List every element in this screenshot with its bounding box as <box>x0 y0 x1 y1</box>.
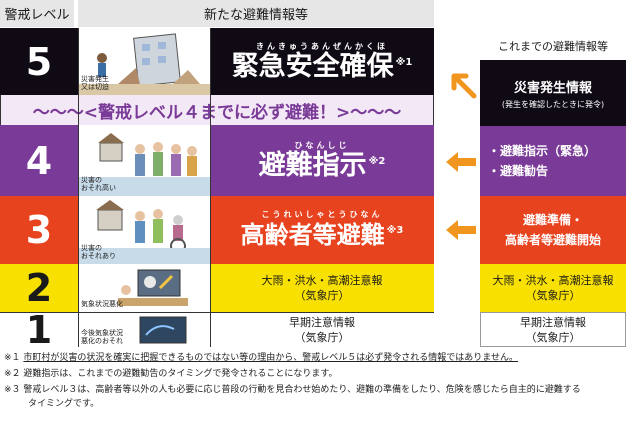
weather-news-illustration <box>118 269 188 306</box>
elderly-evacuation-illustration <box>78 200 210 264</box>
level-3-illustration: 災害の おそれあり <box>78 196 210 264</box>
level-column-label: 警戒レベル <box>4 8 70 23</box>
old-info-level-2: 大雨・洪水・高潮注意報 （気象庁） <box>480 264 626 312</box>
level-4-ruby: ひなんしじ <box>294 140 350 150</box>
level-5-note: ※1 <box>395 56 413 68</box>
level-5-ruby: きんきゅうあんぜんかくほ <box>256 41 388 51</box>
level-3-title: 高齢者等避難 <box>240 221 385 249</box>
level-5-illustration: 災害発生 又は切迫 <box>78 28 210 95</box>
level-4-digit: 4 <box>25 138 53 183</box>
old-info-1-line2: （気象庁） <box>525 330 581 344</box>
old-info-5-sub: (発生を確認したときに発令) <box>501 99 605 109</box>
level-2-number: 2 <box>0 264 78 312</box>
level-1-main-line2: （気象庁） <box>294 331 350 344</box>
building-collapse-illustration <box>78 33 210 95</box>
footnote-2-mark: ※２ <box>4 369 21 379</box>
table-divider-left <box>78 28 79 347</box>
footnote-3-continued: タイミングです。 <box>28 398 99 410</box>
level-4-note: ※2 <box>368 155 386 167</box>
arrow-left-icon <box>451 73 477 99</box>
level-3-digit: 3 <box>25 208 53 252</box>
old-info-2-line2: （気象庁） <box>525 289 581 302</box>
level-3-note: ※3 <box>386 225 404 236</box>
level-4-illustration: 災害の おそれ高い <box>78 125 210 196</box>
old-info-2-line1: 大雨・洪水・高潮注意報 <box>492 274 614 287</box>
footnote-1-mark: ※１ <box>4 353 21 363</box>
footnote-3-text: 警戒レベル３は、高齢者等以外の人も必要に応じ普段の行動を見合わせ始めたり、避難の… <box>23 385 581 395</box>
footnote-3-mark: ※３ <box>4 385 21 395</box>
level-2-main-line2: （気象庁） <box>294 289 350 302</box>
level-3-main-info: こうれいしゃとうひなん 高齢者等避難※3 <box>210 196 434 264</box>
level-4-caption: 災害の おそれ高い <box>81 176 116 192</box>
level-5-digit: 5 <box>25 39 53 84</box>
footnote-2-text: 避難指示は、これまでの避難勧告のタイミングで発令されることになります。 <box>23 369 338 379</box>
level-5-main-info: きんきゅうあんぜんかくほ 緊急安全確保※1 <box>210 28 434 95</box>
tv-weather-illustration <box>139 316 187 344</box>
footnote-3-text2: タイミングです。 <box>28 399 100 409</box>
old-info-level-5: 災害発生情報 (発生を確認したときに発令) <box>480 60 626 126</box>
level-2-digit: 2 <box>25 266 53 310</box>
table-divider-right <box>210 28 211 347</box>
level-1-caption: 今後気象状況 悪化のおそれ <box>81 329 123 345</box>
old-info-4-line2: ・避難勧告 <box>488 164 549 178</box>
old-info-level-1: 早期注意情報 （気象庁） <box>480 312 626 347</box>
old-info-level-4: ・避難指示（緊急） ・避難勧告 <box>480 126 626 196</box>
level-2-caption: 気象状況悪化 <box>81 300 123 308</box>
old-info-5-title: 災害発生情報 <box>513 80 592 96</box>
level-1-main-info: 早期注意情報 （気象庁） <box>210 312 434 347</box>
level-5-title: 緊急安全確保 <box>231 50 394 82</box>
level-column-header: 警戒レベル <box>0 0 74 27</box>
rain-evacuation-illustration <box>78 133 210 196</box>
old-info-column-header: これまでの避難情報等 <box>480 38 626 58</box>
level-3-caption: 災害の おそれあり <box>81 244 116 260</box>
old-info-column-label: これまでの避難情報等 <box>498 40 608 53</box>
level-2-main-info: 大雨・洪水・高潮注意報 （気象庁） <box>210 264 434 312</box>
level-4-number: 4 <box>0 125 78 196</box>
level-3-number: 3 <box>0 196 78 264</box>
level-4-title: 避難指示 <box>258 149 367 181</box>
footnote-3: ※３ 警戒レベル３は、高齢者等以外の人も必要に応じ普段の行動を見合わせ始めたり、… <box>4 384 581 396</box>
level-1-number: 1 <box>0 308 78 352</box>
banner-text: 〜〜〜<警戒レベル４までに必ず避難！>〜〜〜 <box>32 102 402 123</box>
footnote-1-text: 市町村が災害の状況を確実に把握できるものではない等の理由から、警戒レベル５は必ず… <box>23 353 518 363</box>
footnote-2: ※２ 避難指示は、これまでの避難勧告のタイミングで発令されることになります。 <box>4 368 338 380</box>
old-info-1-line1: 早期注意情報 <box>520 315 586 329</box>
old-info-3-line1: 避難準備・ <box>522 213 583 227</box>
level-3-ruby: こうれいしゃとうひなん <box>261 210 383 219</box>
level-5-caption: 災害発生 又は切迫 <box>81 75 109 91</box>
arrow-left-icon <box>446 220 476 240</box>
level-2-illustration: 気象状況悪化 <box>78 264 210 312</box>
footnote-1: ※１ 市町村が災害の状況を確実に把握できるものではない等の理由から、警戒レベル５… <box>4 352 518 364</box>
new-info-column-header: 新たな避難情報等 <box>78 0 434 27</box>
old-info-4-line1: ・避難指示（緊急） <box>488 144 597 158</box>
level-5-number: 5 <box>0 28 78 95</box>
evacuation-banner: 〜〜〜<警戒レベル４までに必ず避難！>〜〜〜 <box>1 95 433 125</box>
arrow-left-icon <box>446 152 476 172</box>
level-1-illustration: 今後気象状況 悪化のおそれ <box>78 312 210 347</box>
old-info-3-line2: 高齢者等避難開始 <box>504 233 601 247</box>
level-1-main-line1: 早期注意情報 <box>289 316 355 329</box>
new-info-column-label: 新たな避難情報等 <box>203 8 308 23</box>
level-4-main-info: ひなんしじ 避難指示※2 <box>210 125 434 196</box>
old-info-level-3: 避難準備・ 高齢者等避難開始 <box>480 196 626 264</box>
level-1-digit: 1 <box>25 308 53 352</box>
level-2-main-line1: 大雨・洪水・高潮注意報 <box>261 274 383 287</box>
